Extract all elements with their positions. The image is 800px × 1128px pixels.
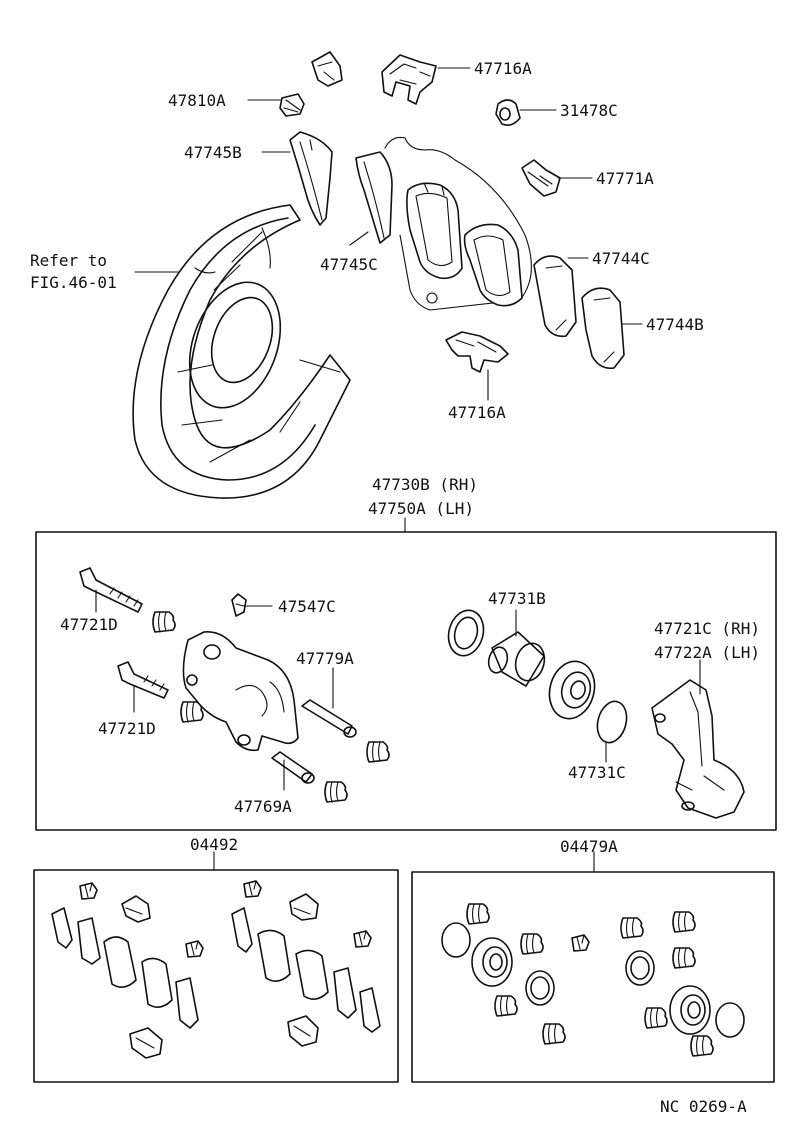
shim-47745c-part[interactable] [355, 151, 393, 244]
boot-bottom-part[interactable] [324, 781, 348, 803]
label-47744c: 47744C [592, 249, 650, 268]
seal-47731c-part[interactable] [593, 698, 631, 746]
label-47744b: 47744B [646, 315, 704, 334]
label-47779a: 47779A [296, 649, 354, 668]
label-47745b: 47745B [184, 143, 242, 162]
piston-boot-part[interactable] [543, 656, 601, 723]
clip-small-top-part[interactable] [311, 51, 343, 87]
bolt-47721d-upper-part[interactable] [79, 567, 143, 613]
kit-04479a-box [411, 871, 775, 1083]
kit-04479a-contents[interactable] [441, 903, 745, 1057]
bolt-47721d-lower-part[interactable] [117, 661, 169, 699]
figure-code: NC 0269-A [660, 1097, 747, 1116]
bleeder-47547c-part[interactable] [231, 593, 247, 617]
label-assembly-lh: 47750A (LH) [368, 499, 474, 518]
label-kit-04492: 04492 [190, 835, 238, 854]
caliper-outline-part [384, 136, 532, 311]
sleeve-47779a-part[interactable] [301, 699, 357, 738]
label-47731c: 47731C [568, 763, 626, 782]
label-assembly-rh: 47730B (RH) [372, 475, 478, 494]
piston-47731b-part[interactable] [486, 631, 548, 687]
refer-label-line2: FIG.46-01 [30, 273, 117, 292]
dust-shield-part[interactable] [132, 204, 351, 499]
label-47716a-bottom: 47716A [448, 403, 506, 422]
caliper-assembly-box [35, 531, 777, 831]
boot-middle-right-part[interactable] [366, 741, 390, 763]
label-47716a-top: 47716A [474, 59, 532, 78]
kit-04492-box [33, 869, 399, 1083]
label-47731b: 47731B [488, 589, 546, 608]
label-kit-04479a: 04479A [560, 837, 618, 856]
label-47721d-lower: 47721D [98, 719, 156, 738]
kit-04492-contents[interactable] [51, 880, 381, 1059]
seal-ring-part[interactable] [444, 606, 489, 659]
bolt-47810a-part[interactable] [279, 93, 305, 117]
caliper-body-part[interactable] [182, 631, 299, 752]
label-47810a: 47810A [168, 91, 226, 110]
clip-47716a-top-part[interactable] [381, 54, 437, 105]
shim-47744c-part[interactable] [533, 255, 577, 338]
shim-47744b-part[interactable] [581, 287, 625, 370]
leader-47745c [349, 231, 369, 246]
pad-outer-part[interactable] [463, 223, 523, 307]
boot-upper-left-part[interactable] [152, 611, 176, 633]
clip-47716a-bottom-part[interactable] [445, 331, 509, 373]
label-47745c: 47745C [320, 255, 378, 274]
label-47722a: 47722A (LH) [654, 643, 760, 662]
label-31478c: 31478C [560, 101, 618, 120]
label-47547c: 47547C [278, 597, 336, 616]
sleeve-47769a-part[interactable] [271, 751, 315, 784]
label-47769a: 47769A [234, 797, 292, 816]
label-47721c: 47721C (RH) [654, 619, 760, 638]
bushing-31478c-part[interactable] [495, 99, 521, 126]
shim-47745b-part[interactable] [289, 131, 333, 226]
torque-plate-part[interactable] [651, 679, 745, 819]
clip-47771a-part[interactable] [521, 159, 561, 197]
pad-inner-part[interactable] [406, 182, 463, 280]
refer-label-line1: Refer to [30, 251, 107, 270]
label-47721d-upper: 47721D [60, 615, 118, 634]
label-47771a: 47771A [596, 169, 654, 188]
